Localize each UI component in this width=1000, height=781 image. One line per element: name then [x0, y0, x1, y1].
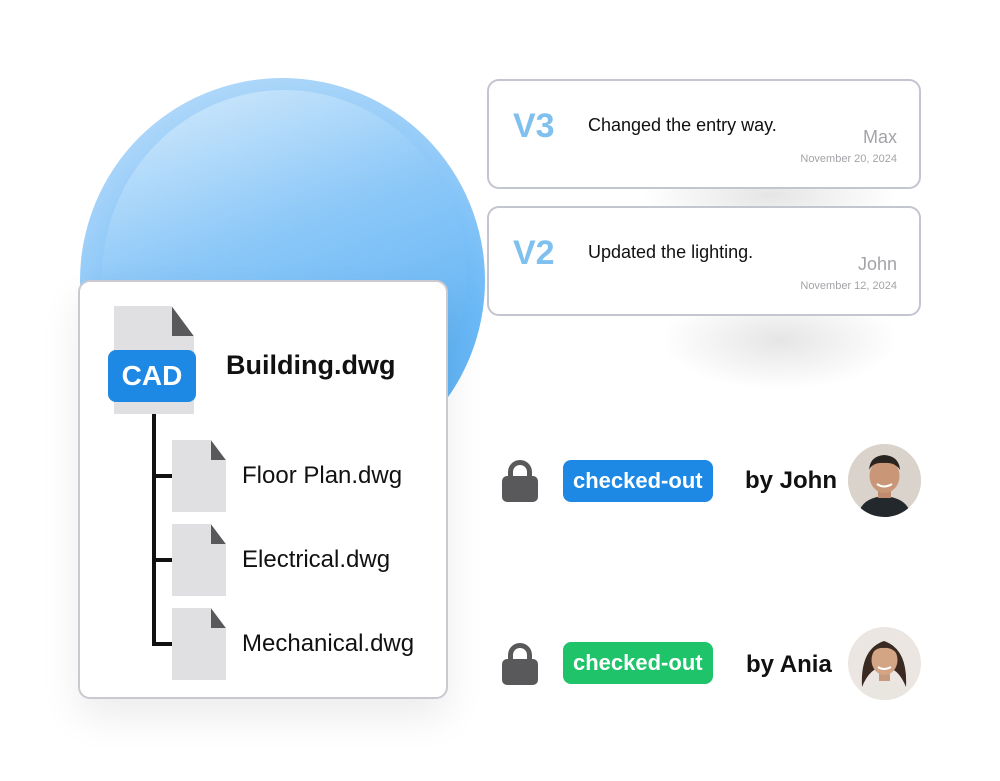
- version-card-v3[interactable]: V3 Changed the entry way. Max November 2…: [487, 79, 921, 189]
- checked-out-by: by Ania: [746, 651, 832, 678]
- lock-icon: [502, 460, 538, 502]
- version-label: V2: [513, 234, 555, 272]
- version-date: November 12, 2024: [800, 280, 897, 292]
- checked-out-by: by John: [745, 467, 838, 494]
- version-author: John: [857, 254, 897, 274]
- file-icon: [172, 524, 226, 596]
- checked-out-badge: checked-out: [563, 460, 713, 502]
- version-label: V3: [513, 107, 555, 145]
- avatar-ania[interactable]: [848, 627, 921, 700]
- tree-connector-vertical: [152, 414, 156, 646]
- cad-badge: CAD: [108, 350, 196, 402]
- version-author: Max: [862, 127, 897, 147]
- tree-connector-branch: [152, 558, 174, 562]
- file-icon: [172, 608, 226, 680]
- version-card-v2[interactable]: V2 Updated the lighting. John November 1…: [487, 206, 921, 316]
- lock-icon: [502, 643, 538, 685]
- version-message: Updated the lighting.: [588, 242, 754, 262]
- child-file-mechanical[interactable]: Mechanical.dwg: [242, 630, 415, 657]
- child-file-floor-plan[interactable]: Floor Plan.dwg: [242, 462, 403, 489]
- tree-connector-branch: [152, 642, 174, 646]
- file-tree-card: CAD Building.dwg Floor Plan.dwg Electric…: [78, 280, 448, 699]
- tree-connector-branch: [152, 474, 174, 478]
- file-icon: [172, 440, 226, 512]
- main-file-name[interactable]: Building.dwg: [226, 350, 396, 380]
- version-message: Changed the entry way.: [588, 115, 777, 135]
- version-date: November 20, 2024: [800, 153, 897, 165]
- checked-out-badge: checked-out: [563, 642, 713, 684]
- avatar-john[interactable]: [848, 444, 921, 517]
- child-file-electrical[interactable]: Electrical.dwg: [242, 546, 391, 573]
